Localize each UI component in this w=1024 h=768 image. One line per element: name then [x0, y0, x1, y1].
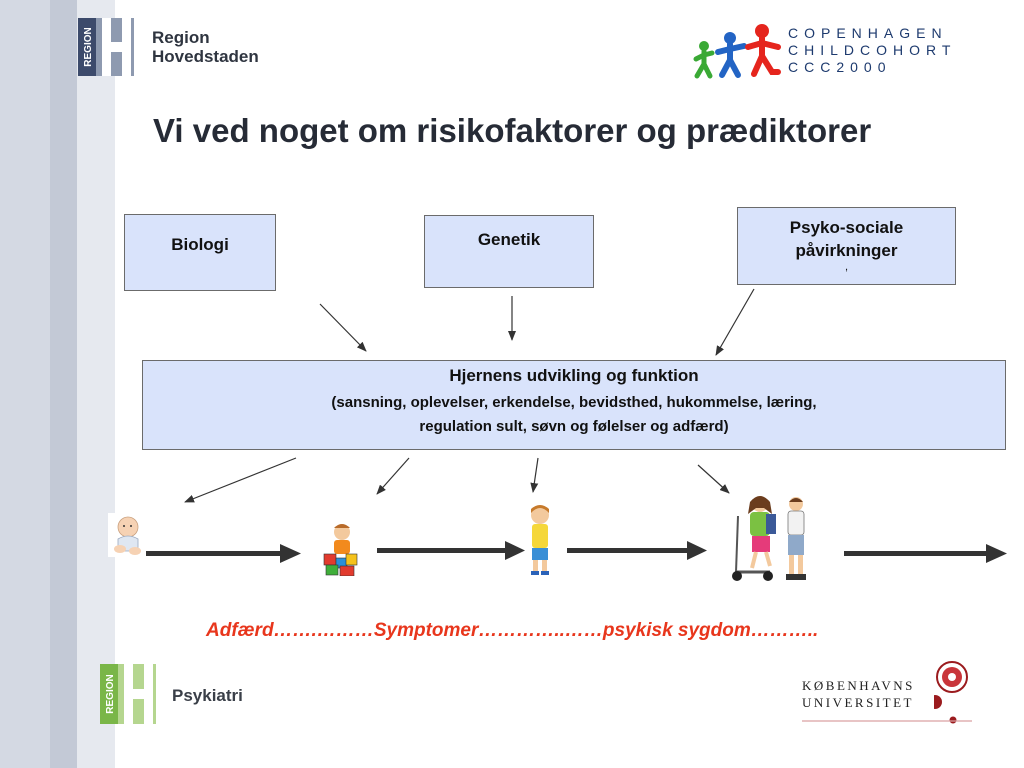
kobenhavns-universitet-logo: KØBENHAVNS UNIVERSITET: [800, 656, 980, 728]
arrow-brain-to-teens: [697, 464, 730, 494]
region-hovedstaden-logo: REGION Region Hovedstaden: [78, 18, 278, 78]
cohort-wordmark: COPENHAGEN CHILDCOHORT CCC2000: [788, 25, 956, 76]
child-figure-icon: [531, 505, 549, 575]
arrow-psyko-to-brain: [715, 288, 755, 356]
box-genetik-label: Genetik: [477, 230, 541, 249]
region-h-icon: REGION: [78, 18, 134, 76]
copenhagen-child-cohort-logo: COPENHAGEN CHILDCOHORT CCC2000: [692, 22, 982, 82]
box-psyko-note: ,: [844, 261, 849, 273]
cohort-line2: CHILDCOHORT: [788, 42, 957, 58]
timeline-arrow-4-head: [986, 544, 1007, 563]
ku-name-line2: UNIVERSITET: [802, 695, 914, 710]
arrow-biologi-to-brain: [319, 303, 367, 352]
psykiatri-badge-text: REGION: [105, 674, 116, 713]
box-biologi: Biologi: [124, 214, 276, 291]
teens-with-scooter-icon: [732, 496, 806, 581]
timeline-arrow-2-shaft: [377, 548, 507, 553]
box-psyko-sociale: Psyko-sociale påvirkninger ,: [737, 207, 956, 285]
toddler-with-blocks-icon: [323, 524, 358, 576]
ku-seal-icon: [934, 661, 968, 724]
box-genetik: Genetik: [424, 215, 594, 288]
box-brain-development: Hjernens udvikling og funktion (sansning…: [142, 360, 1006, 450]
timeline-arrow-2-head: [505, 541, 525, 560]
psykiatri-name: Psykiatri: [172, 686, 243, 705]
org-name-line2: Hovedstaden: [152, 47, 259, 66]
side-stripe-inner: [77, 0, 115, 768]
side-stripe-outer: [0, 0, 50, 768]
side-stripe-middle: [50, 0, 77, 768]
region-badge-text: REGION: [83, 27, 94, 66]
org-name-line1: Region: [152, 28, 210, 47]
slide-title: Vi ved noget om risikofaktorer og prædik…: [153, 112, 872, 149]
arrow-brain-to-toddler: [376, 457, 410, 495]
arrow-brain-to-baby: [184, 457, 297, 503]
brain-title: Hjernens udvikling og funktion: [449, 366, 699, 385]
timeline-arrow-1-head: [280, 544, 301, 563]
cohort-line1: COPENHAGEN: [788, 25, 948, 41]
cohort-line3: CCC2000: [788, 59, 892, 75]
region-psykiatri-logo: REGION Psykiatri: [100, 664, 260, 726]
timeline-arrow-4-shaft: [844, 551, 988, 556]
timeline-arrow-3-shaft: [567, 548, 689, 553]
brain-detail-line2: regulation sult, søvn og følelser og adf…: [419, 418, 729, 435]
brain-detail-line1: (sansning, oplevelser, erkendelse, bevid…: [331, 394, 817, 411]
org-name: Region Hovedstaden: [152, 28, 259, 66]
children-figures-icon: [693, 24, 781, 79]
arrow-brain-to-child: [530, 457, 539, 493]
box-biologi-label: Biologi: [171, 235, 229, 254]
ku-name-line1: KØBENHAVNS: [802, 678, 915, 693]
timeline-arrow-3-head: [687, 541, 707, 560]
ku-underline: [802, 720, 972, 722]
caption-progression: Adfærd…….………Symptomer…………..……psykisk syg…: [206, 620, 819, 641]
box-psyko-line1: Psyko-sociale: [789, 218, 904, 237]
box-psyko-line2: påvirkninger: [795, 241, 898, 260]
baby-figure-icon: [108, 513, 142, 557]
timeline-arrow-1-shaft: [146, 551, 282, 556]
psykiatri-h-icon: REGION: [100, 664, 156, 724]
